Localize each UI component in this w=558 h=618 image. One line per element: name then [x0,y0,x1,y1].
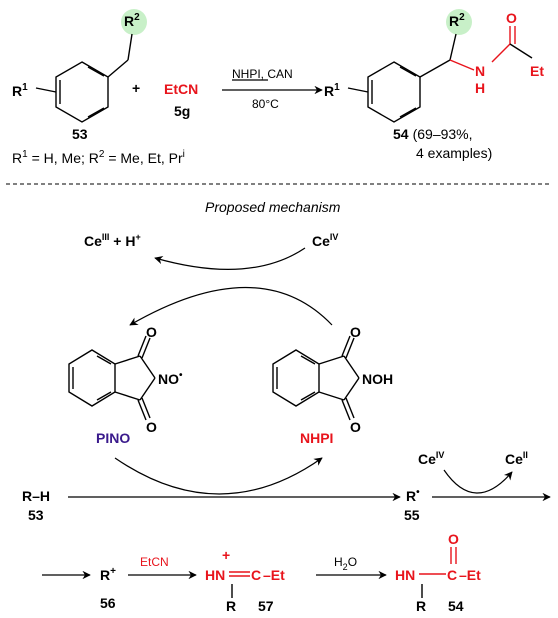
product-yield-line1: 54(69–93%, [393,126,473,142]
nitrilium-hn: HN [205,567,225,583]
nitrilium-c: C [251,567,261,583]
product-r2-label: R2 [449,12,465,29]
product-yield-line2: 4 examples) [416,145,492,161]
amide-o: O [448,531,459,547]
r1-label: R1 [12,82,28,99]
reactant-53-structure: R2 R1 53 [12,9,147,142]
product-et-label: Et [530,63,544,79]
reagent-number: 5g [174,103,190,119]
r2-label: R2 [124,12,140,29]
ce4-oxidant: CeIV [418,450,444,467]
pino-label: PINO [96,430,130,446]
plus-sign: + [132,80,140,96]
nitrilium-r: R [226,598,236,614]
cation-label: R+ [100,566,116,583]
product-54-structure: R2 R1 N H O Et [324,9,544,123]
conditions-top: NHPI, CAN [232,67,293,81]
nitrilium-et: –Et [263,567,285,583]
nhpi-structure: O O NOH [272,324,393,435]
product-h-label: H [475,80,485,96]
cation-number: 56 [100,595,116,611]
amide-number: 54 [448,598,464,614]
amide-r: R [416,598,426,614]
rh-label: R–H [22,488,50,504]
ce3-plus-h: CeIII + H+ [84,232,141,249]
rh-number: 53 [28,507,44,523]
product-r2-highlight [446,9,472,35]
water-reagent: H2O [334,555,357,572]
radical-number: 55 [404,507,420,523]
pino-o-top: O [146,324,157,340]
nhpi-label: NHPI [300,430,333,446]
ce4-top: CeIV [312,232,338,249]
pino-structure: O O NO• [68,324,183,435]
amide-et: –Et [459,567,481,583]
reagent-etcn: EtCN [164,81,198,97]
nitrilium-plus: + [222,547,230,563]
etcn-reagent: EtCN [140,555,169,569]
amide-hn: HN [395,567,415,583]
pino-o-bottom: O [146,419,157,435]
radical-label: R• [406,487,420,504]
pino-no-radical: NO• [158,370,183,387]
product-o-label: O [506,10,517,26]
ce2-reduced: CeII [505,450,528,467]
nhpi-o-bottom: O [350,419,361,435]
product-n-label: N [475,63,485,79]
substituent-definition: R1 = H, Me; R2 = Me, Et, Pri [12,149,185,166]
mechanism-title: Proposed mechanism [205,199,341,215]
conditions-bottom: 80°C [252,97,279,111]
nhpi-o-top: O [350,324,361,340]
r2-highlight [121,9,147,35]
nhpi-noh: NOH [362,371,393,387]
compound-53-number: 53 [72,126,88,142]
nitrilium-number: 57 [258,598,274,614]
amide-c: C [447,567,457,583]
product-r1-label: R1 [324,82,340,99]
